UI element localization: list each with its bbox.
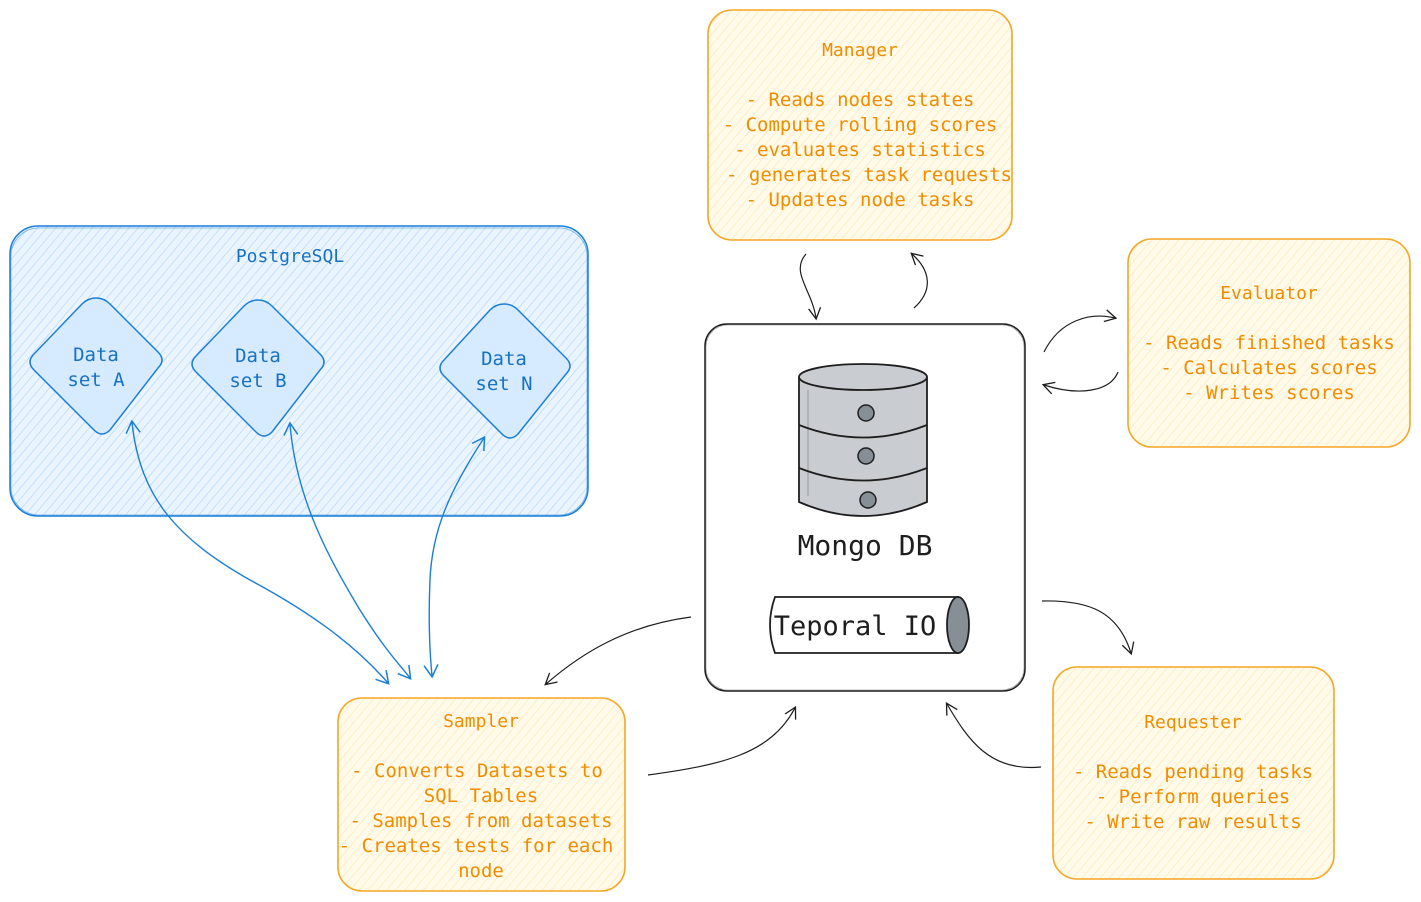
- requester-title: Requester: [1144, 712, 1242, 733]
- requester-box: Requester - Reads pending tasks - Perfor…: [1052, 666, 1335, 880]
- sampler-line-5: node: [458, 860, 504, 882]
- arrow-dataset-n-sampler: [423, 435, 486, 679]
- dataset-a-line2: set A: [67, 369, 125, 391]
- manager-line-3: - evaluates statistics: [734, 139, 986, 161]
- dataset-n-line1: Data: [481, 348, 527, 370]
- sampler-line-4: - Creates tests for each: [339, 835, 614, 857]
- sampler-box: Sampler - Converts Datasets to SQL Table…: [337, 697, 626, 892]
- requester-line-1: - Reads pending tasks: [1073, 761, 1313, 783]
- evaluator-box: Evaluator - Reads finished tasks - Calcu…: [1127, 238, 1411, 448]
- arrow-sampler-to-core: [647, 705, 797, 776]
- arrow-core-to-requester: [1041, 600, 1135, 656]
- temporal-label: Teporal IO: [774, 611, 937, 642]
- manager-line-4: - generates task requests: [726, 164, 1012, 186]
- postgresql-title: PostgreSQL: [236, 246, 345, 267]
- database-icon: [798, 363, 928, 517]
- sampler-line-2: SQL Tables: [424, 785, 538, 807]
- temporal-pipe-icon: [769, 596, 970, 654]
- sampler-title: Sampler: [443, 711, 519, 732]
- evaluator-line-2: - Calculates scores: [1160, 357, 1377, 379]
- evaluator-line-3: - Writes scores: [1183, 382, 1355, 404]
- manager-line-5: - Updates node tasks: [746, 189, 975, 211]
- evaluator-line-1: - Reads finished tasks: [1143, 332, 1395, 354]
- arrow-core-to-manager: [910, 252, 928, 309]
- dataset-b-line2: set B: [229, 370, 286, 392]
- sampler-line-1: - Converts Datasets to: [351, 760, 603, 782]
- manager-line-1: - Reads nodes states: [746, 89, 975, 111]
- dataset-b-line1: Data: [235, 345, 281, 367]
- requester-line-2: - Perform queries: [1096, 786, 1290, 808]
- arrow-dataset-b-sampler: [283, 421, 412, 680]
- manager-box: Manager - Reads nodes states - Compute r…: [707, 9, 1013, 241]
- arrow-core-to-sampler: [544, 616, 692, 686]
- dataset-a-line1: Data: [73, 344, 119, 366]
- dataset-n-node: Data set N: [439, 303, 571, 439]
- mongo-db-label: Mongo DB: [798, 529, 933, 562]
- arrow-core-to-evaluator: [1043, 309, 1118, 353]
- arrow-evaluator-to-core: [1041, 371, 1119, 395]
- dataset-a-node: Data set A: [29, 297, 163, 435]
- evaluator-title: Evaluator: [1220, 283, 1318, 304]
- arrow-requester-to-core: [945, 701, 1042, 769]
- arrow-manager-to-core: [799, 253, 822, 321]
- dataset-n-line2: set N: [475, 373, 532, 395]
- requester-line-3: - Write raw results: [1084, 811, 1301, 833]
- manager-title: Manager: [822, 40, 898, 61]
- sampler-line-3: - Samples from datasets: [349, 810, 612, 832]
- manager-line-2: - Compute rolling scores: [723, 114, 998, 136]
